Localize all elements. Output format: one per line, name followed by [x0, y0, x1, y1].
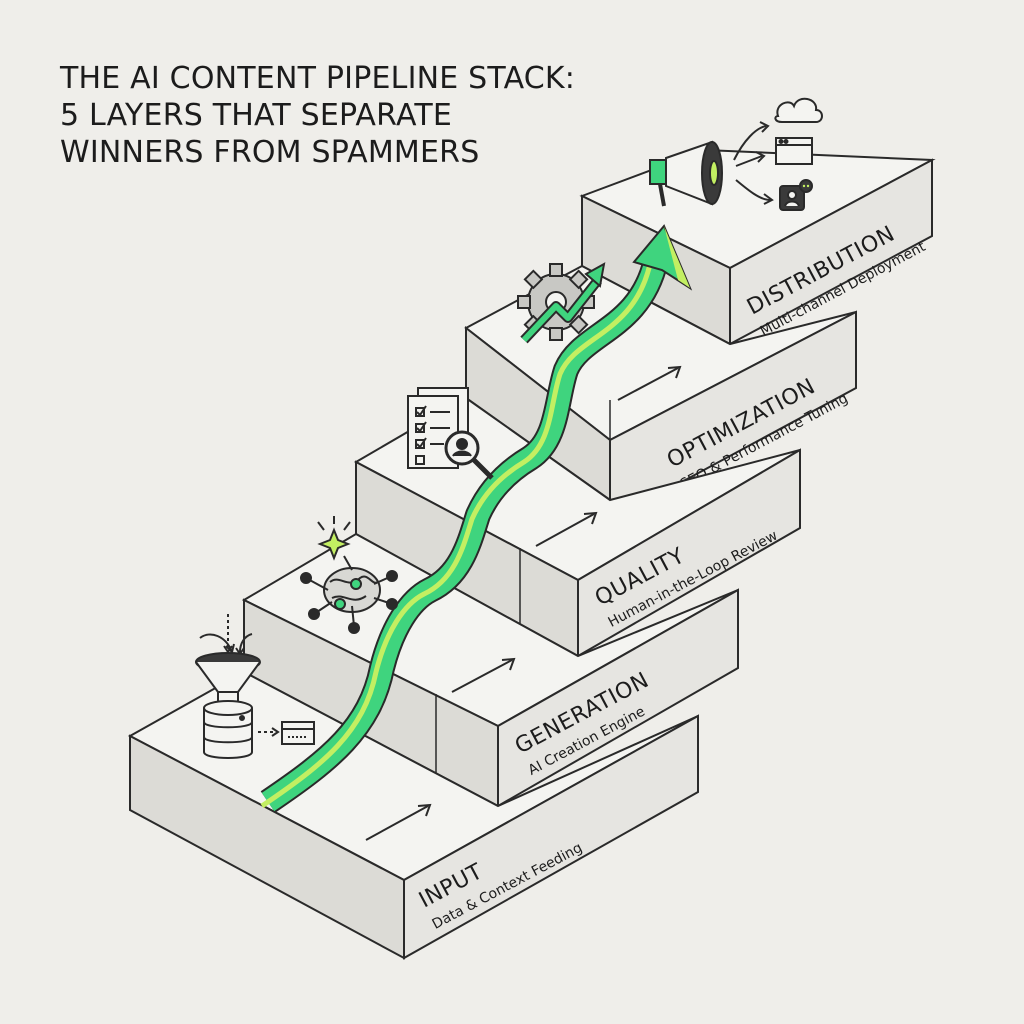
title-line-3: WINNERS FROM SPAMMERS — [60, 135, 480, 170]
title-line-1: THE AI CONTENT PIPELINE STACK: — [60, 61, 576, 96]
flow-arrow — [451, 659, 513, 693]
cloud-icon — [774, 97, 823, 123]
neural-brain-icon — [300, 516, 398, 634]
step-front-face — [729, 158, 933, 346]
step-input: INPUT Data & Context Feeding — [127, 670, 699, 960]
step-front-face — [577, 448, 801, 658]
growth-ribbon — [260, 224, 693, 813]
step-front-face — [497, 588, 739, 808]
checklist-review-icon — [407, 387, 494, 480]
flow-arrow — [365, 805, 429, 841]
title-line-2: 5 LAYERS THAT SEPARATE — [60, 98, 453, 133]
step-front-face — [403, 714, 699, 960]
gear-growth-icon — [517, 262, 606, 344]
browser-window-icon — [775, 137, 813, 165]
flow-arrow — [617, 367, 679, 401]
megaphone-channels-icon — [649, 97, 823, 211]
funnel-database-icon — [195, 614, 315, 759]
flow-arrow — [535, 513, 595, 547]
sparkle-icon — [317, 527, 351, 561]
page-title: THE AI CONTENT PIPELINE STACK: 5 LAYERS … — [60, 60, 575, 171]
